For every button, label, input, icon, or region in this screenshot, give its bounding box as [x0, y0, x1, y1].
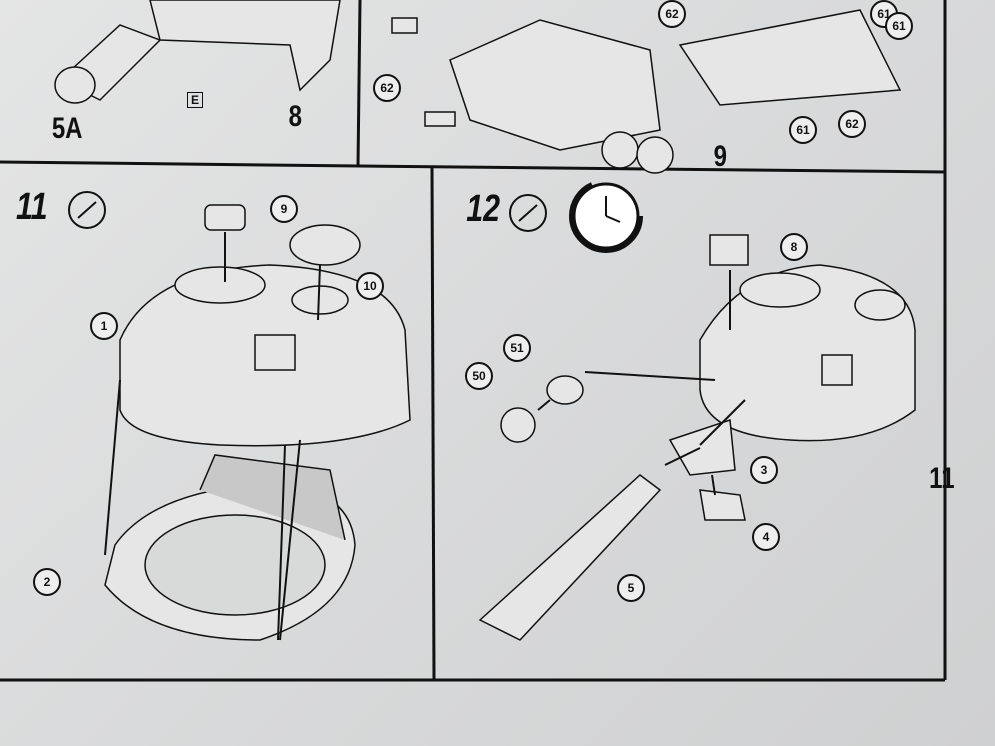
- decal-tag: E: [187, 92, 204, 108]
- callout-8: 8: [780, 233, 808, 261]
- callout-61: 61: [789, 116, 817, 144]
- callout-4: 4: [752, 523, 780, 551]
- callout-50: 50: [465, 362, 493, 390]
- top-left-parts: [54, 0, 341, 104]
- callout-1: 1: [90, 312, 118, 340]
- step-number-11: 11: [15, 186, 48, 228]
- callout-2: 2: [33, 568, 61, 596]
- step11-turret: [119, 204, 411, 447]
- callout-62: 62: [838, 110, 866, 138]
- top-right-parts: [391, 9, 902, 174]
- part-label-5a: 5A: [51, 112, 83, 145]
- part-label-11: 11: [929, 462, 955, 495]
- panel-divider-top: [356, 0, 362, 167]
- callout-5: 5: [617, 574, 645, 602]
- step11-arrows: [104, 232, 321, 641]
- step12-arrows: [537, 270, 746, 496]
- callout-10: 10: [356, 272, 384, 300]
- callout-51: 51: [503, 334, 531, 362]
- callout-61: 61: [885, 12, 913, 40]
- step-number-12: 12: [466, 188, 501, 230]
- clock-icon: [569, 179, 643, 253]
- callout-62: 62: [658, 0, 686, 28]
- glue-icon: [68, 191, 547, 232]
- callout-62: 62: [373, 74, 401, 102]
- callout-3: 3: [750, 456, 778, 484]
- part-label-9: 9: [713, 140, 728, 173]
- panel-divider-bottom: [430, 167, 436, 681]
- panel-border-top: [0, 160, 946, 174]
- part-label-8: 8: [288, 100, 303, 133]
- step12-turret: [478, 234, 916, 641]
- callout-9: 9: [270, 195, 298, 223]
- step11-ring: [104, 454, 356, 641]
